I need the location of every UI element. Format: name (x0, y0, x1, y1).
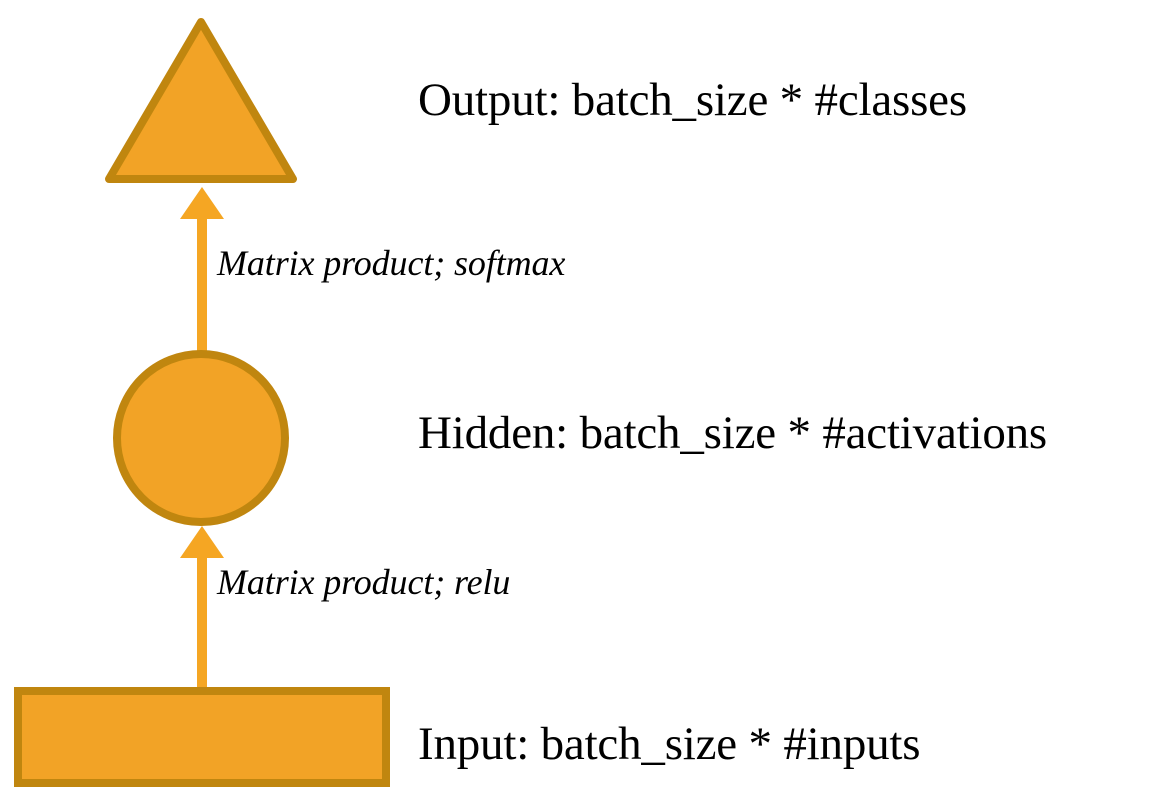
edge-hidden-to-output-shaft (197, 216, 207, 356)
edge-hidden-to-output (180, 187, 224, 356)
edge-input-to-hidden-arrowhead (180, 526, 224, 558)
node-input-label: Input: batch_size * #inputs (418, 718, 921, 770)
edge-input-to-hidden (180, 526, 224, 695)
edge-hidden-to-output-label: Matrix product; softmax (217, 243, 566, 283)
node-hidden-label: Hidden: batch_size * #activations (418, 407, 1048, 459)
edge-input-to-hidden-label: Matrix product; relu (217, 562, 511, 602)
node-input-rectangle[interactable] (14, 687, 390, 787)
node-hidden-circle[interactable] (113, 350, 289, 526)
edge-input-to-hidden-shaft (197, 555, 207, 695)
node-output-label: Output: batch_size * #classes (418, 74, 967, 126)
edge-hidden-to-output-arrowhead (180, 187, 224, 219)
node-output-triangle[interactable] (105, 18, 297, 183)
